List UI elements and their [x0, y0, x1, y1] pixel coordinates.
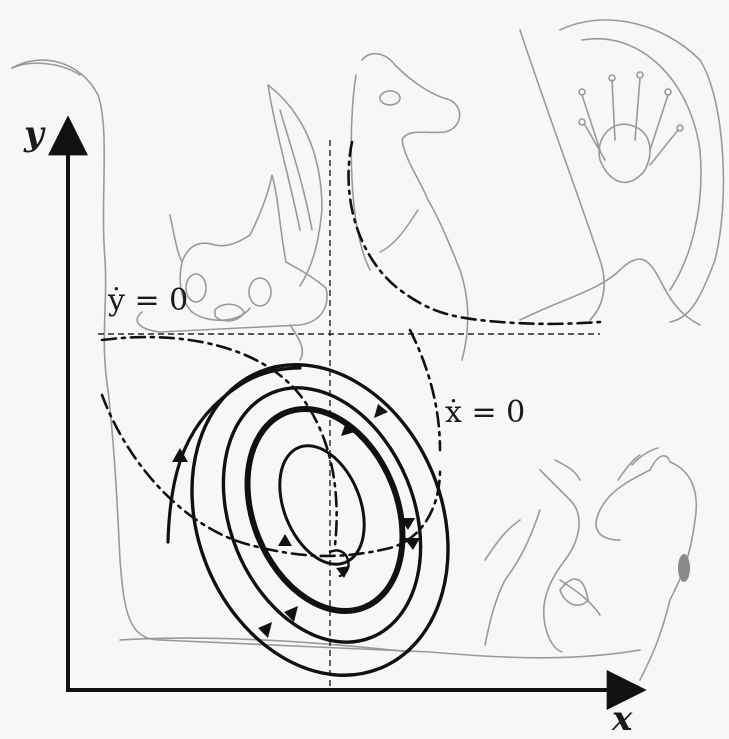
x-dot-nullcline-mid — [410, 330, 440, 450]
incoming-branch — [168, 385, 240, 542]
spiral-trajectory — [147, 326, 493, 714]
arrow-bottom-left — [258, 622, 272, 638]
orbit-second — [187, 358, 456, 672]
x-axis-label: x — [611, 699, 633, 739]
cat-eye-left — [186, 274, 206, 302]
y-dot-nullcline-label: ẏ = 0 — [107, 283, 188, 318]
nullclines — [102, 142, 600, 556]
orbit-outer — [147, 326, 493, 714]
arrow-core — [336, 566, 350, 578]
background-sketch — [12, 20, 723, 680]
x-dot-nullcline-label: ẋ = 0 — [445, 395, 525, 430]
x-dot-nullcline-right — [349, 142, 600, 324]
y-axis-label: y — [23, 114, 46, 154]
arrow-inner-up — [278, 534, 292, 546]
cat-eye-right — [249, 278, 271, 306]
arrow-down-right — [404, 538, 420, 550]
orbit-third — [219, 386, 431, 635]
